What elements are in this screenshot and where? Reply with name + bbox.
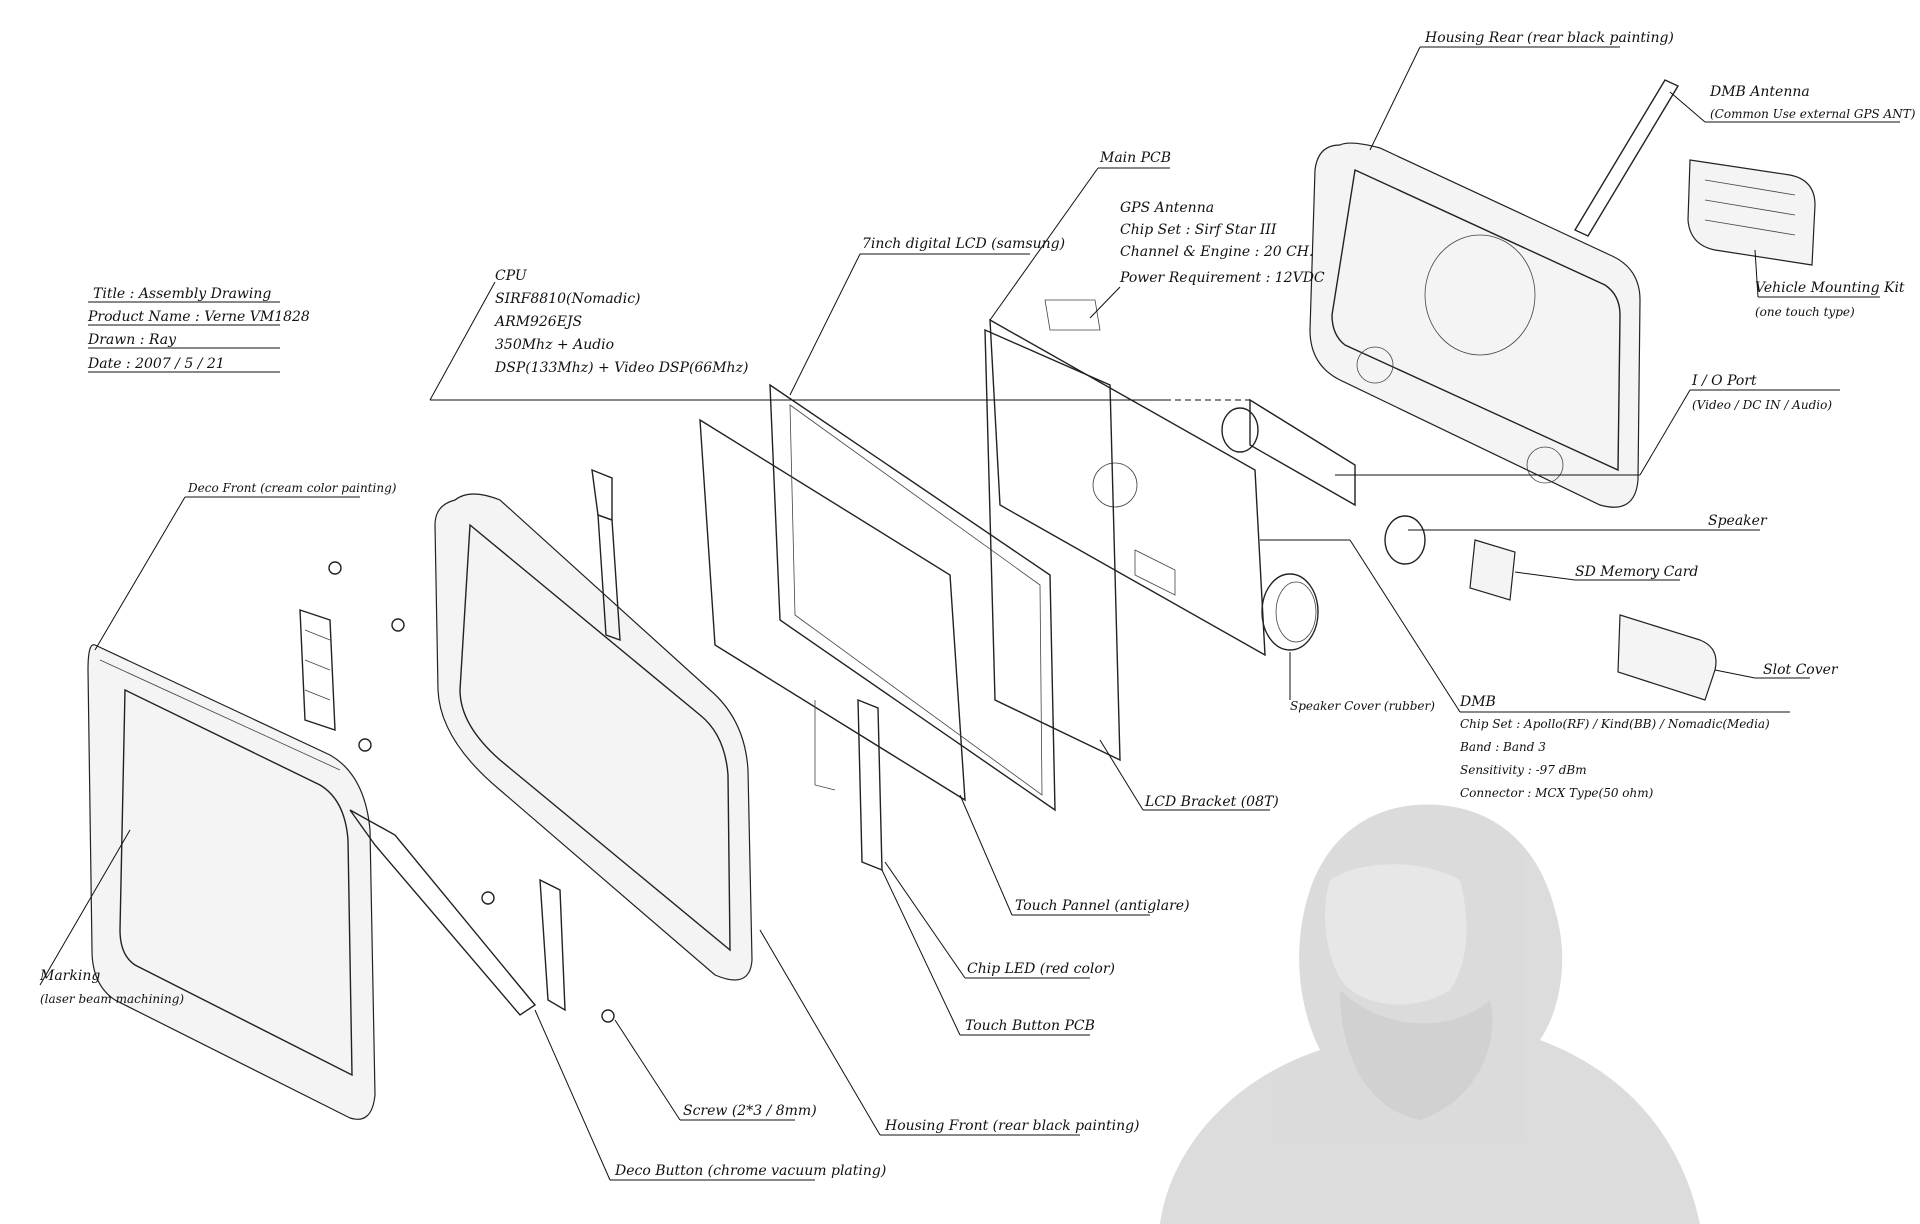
housing-rear-label: Housing Rear (rear black painting) (1424, 30, 1674, 46)
cpu-label: CPU SIRF8810(Nomadic) ARM926EJS 350Mhz +… (493, 268, 748, 376)
dmb-label-line2: Band : Band 3 (1459, 740, 1546, 754)
marking-label: Marking (laser beam machining) (39, 968, 184, 1006)
marking-label-title: Marking (39, 968, 100, 984)
cpu-label-line4: DSP(133Mhz) + Video DSP(66Mhz) (494, 360, 748, 376)
cpu-label-title: CPU (495, 268, 528, 284)
speaker-cover-label: Speaker Cover (rubber) (1290, 699, 1435, 713)
touch-panel-part (699, 418, 966, 802)
gps-label-title: GPS Antenna (1120, 200, 1214, 216)
gps-label-line3: Power Requirement : 12VDC (1119, 270, 1325, 286)
screw-label: Screw (2*3 / 8mm) (683, 1103, 817, 1119)
io-port-label-sub: (Video / DC IN / Audio) (1692, 398, 1832, 412)
deco-button-label: Deco Button (chrome vacuum plating) (614, 1163, 886, 1179)
cpu-label-line2: ARM926EJS (493, 314, 582, 330)
speaker-cover-part (1261, 573, 1319, 651)
main-pcb-label: Main PCB (1099, 150, 1171, 166)
gps-label-line2: Channel & Engine : 20 CH. (1120, 244, 1313, 260)
speaker-label: Speaker (1708, 513, 1768, 529)
dmb-label-line4: Connector : MCX Type(50 ohm) (1460, 786, 1654, 800)
deco-front-label: Deco Front (cream color painting) (187, 481, 397, 495)
sd-card-label: SD Memory Card (1575, 564, 1698, 580)
product-name-text: Product Name : Verne VM1828 (87, 309, 310, 325)
chip-led-label: Chip LED (red color) (967, 961, 1115, 977)
dmb-antenna-part (1573, 79, 1680, 237)
title-block: Title : Assembly Drawing Product Name : … (87, 286, 310, 372)
dmb-antenna-label-title: DMB Antenna (1709, 84, 1810, 100)
dmb-label: DMB Chip Set : Apollo(RF) / Kind(BB) / N… (1459, 694, 1770, 800)
dmb-label-line3: Sensitivity : -97 dBm (1460, 763, 1587, 777)
lcd-bracket-part (984, 328, 1121, 762)
dmb-label-title: DMB (1459, 694, 1496, 710)
deco-front-part (87, 644, 376, 1120)
dmb-antenna-label: DMB Antenna (Common Use external GPS ANT… (1709, 84, 1916, 121)
housing-front-label: Housing Front (rear black painting) (884, 1118, 1140, 1134)
deco-button-parts (299, 561, 615, 1023)
lcd-bracket-label: LCD Bracket (08T) (1144, 794, 1279, 810)
vehicle-mounting-kit-part (1687, 159, 1816, 266)
slot-cover-part (1617, 614, 1717, 701)
lcd-label: 7inch digital LCD (samsung) (862, 236, 1065, 252)
title-text: Title : Assembly Drawing (93, 286, 271, 302)
portrait-watermark-icon (1160, 804, 1700, 1224)
vehicle-kit-label: Vehicle Mounting Kit (one touch type) (1755, 280, 1905, 319)
io-port-label: I / O Port (Video / DC IN / Audio) (1691, 373, 1832, 412)
gps-label: GPS Antenna Chip Set : Sirf Star III Cha… (1119, 200, 1325, 286)
dmb-label-line1: Chip Set : Apollo(RF) / Kind(BB) / Nomad… (1460, 717, 1770, 731)
drawn-text: Drawn : Ray (87, 332, 177, 348)
cpu-label-line1: SIRF8810(Nomadic) (495, 291, 641, 307)
housing-rear-part (1309, 142, 1641, 508)
touch-panel-label: Touch Pannel (antiglare) (1015, 898, 1190, 914)
date-text: Date : 2007 / 5 / 21 (87, 356, 225, 372)
slot-cover-label: Slot Cover (1763, 662, 1839, 678)
main-pcb-part (989, 299, 1266, 657)
vehicle-kit-label-sub: (one touch type) (1755, 305, 1855, 319)
touch-button-pcb-label: Touch Button PCB (965, 1018, 1095, 1034)
io-port-part (1221, 398, 1426, 565)
vehicle-kit-label-title: Vehicle Mounting Kit (1755, 280, 1905, 296)
io-port-label-title: I / O Port (1691, 373, 1757, 389)
housing-front-part (434, 493, 753, 981)
dmb-antenna-label-sub: (Common Use external GPS ANT) (1710, 107, 1916, 121)
lcd-part (769, 383, 1056, 812)
marking-label-sub: (laser beam machining) (40, 992, 184, 1006)
cpu-label-line3: 350Mhz + Audio (495, 337, 614, 353)
leader-lines (39, 46, 1900, 1181)
sd-card-part (1469, 539, 1516, 601)
gps-label-line1: Chip Set : Sirf Star III (1120, 222, 1277, 238)
